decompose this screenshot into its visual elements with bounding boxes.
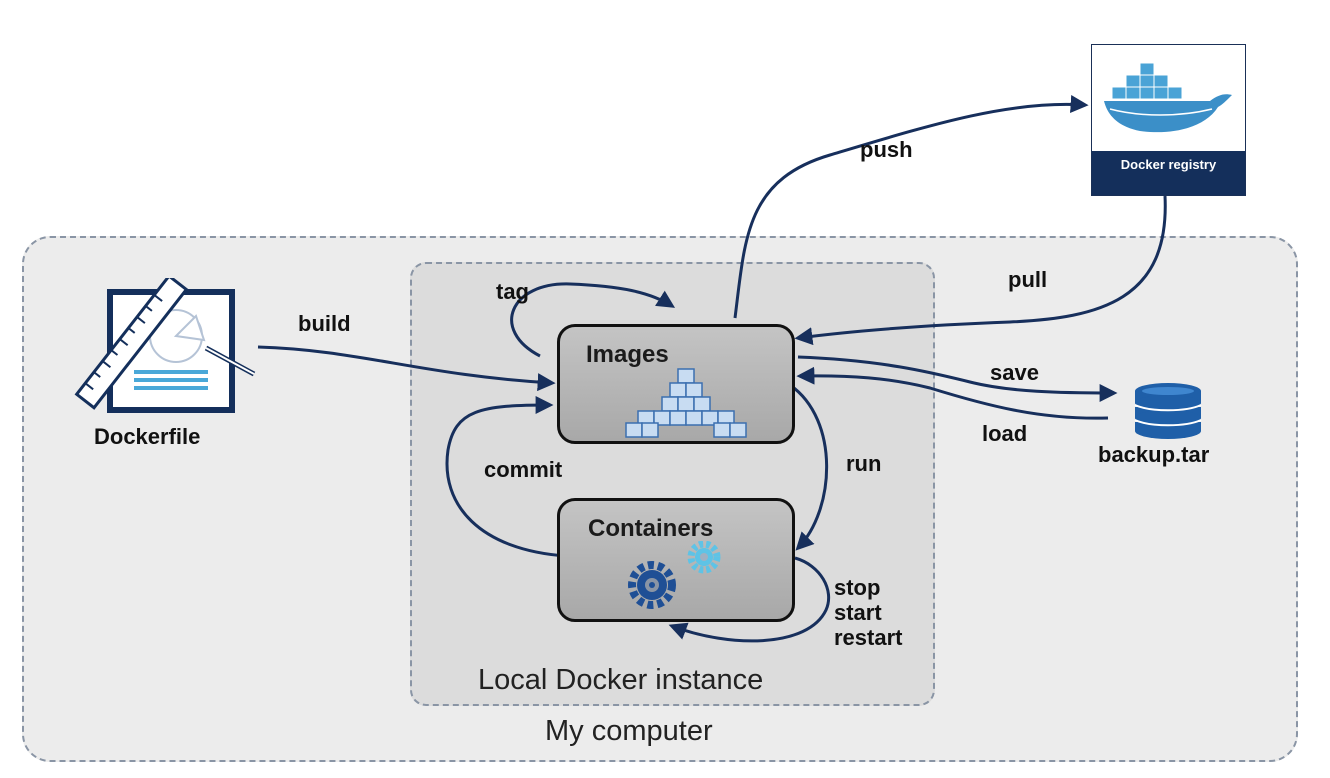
- push-arrow: [733, 95, 1089, 319]
- tag-arrow: [510, 282, 676, 358]
- docker-whale-icon: [1104, 62, 1232, 133]
- containers-label: Containers: [588, 515, 714, 542]
- images-node[interactable]: Images: [557, 324, 795, 444]
- build-arrow: [257, 345, 556, 392]
- load-label: load: [982, 421, 1028, 446]
- database-icon: [1134, 383, 1202, 439]
- docker-registry-node[interactable]: Docker registry: [1091, 44, 1246, 196]
- start-label: start: [834, 600, 882, 625]
- lifecycle-labels: stop start restart: [834, 575, 902, 650]
- commit-arrow: [445, 396, 567, 558]
- restart-label: restart: [834, 625, 903, 650]
- stacked-cubes-icon: [625, 368, 747, 438]
- tag-label: tag: [496, 279, 529, 304]
- stop-label: stop: [834, 575, 881, 600]
- pull-label: pull: [1008, 267, 1048, 292]
- containers-node[interactable]: Containers: [557, 498, 795, 622]
- pull-arrow: [794, 195, 1167, 346]
- save-arrow: [797, 355, 1118, 402]
- registry-label: Docker registry: [1092, 151, 1245, 195]
- save-label: save: [990, 360, 1039, 385]
- gears-icon: [628, 541, 721, 609]
- run-arrow: [789, 383, 829, 551]
- backup-label: backup.tar: [1098, 442, 1210, 467]
- dockerfile-icon: [74, 278, 256, 413]
- run-label: run: [846, 451, 882, 476]
- images-label: Images: [586, 341, 669, 368]
- commit-label: commit: [484, 457, 563, 482]
- my-computer-label: My computer: [545, 715, 713, 747]
- build-label: build: [298, 311, 351, 336]
- load-arrow: [796, 366, 1109, 420]
- lifecycle-arrow: [668, 556, 831, 643]
- push-label: push: [860, 137, 913, 162]
- dockerfile-label: Dockerfile: [94, 424, 201, 449]
- local-docker-label: Local Docker instance: [478, 664, 764, 696]
